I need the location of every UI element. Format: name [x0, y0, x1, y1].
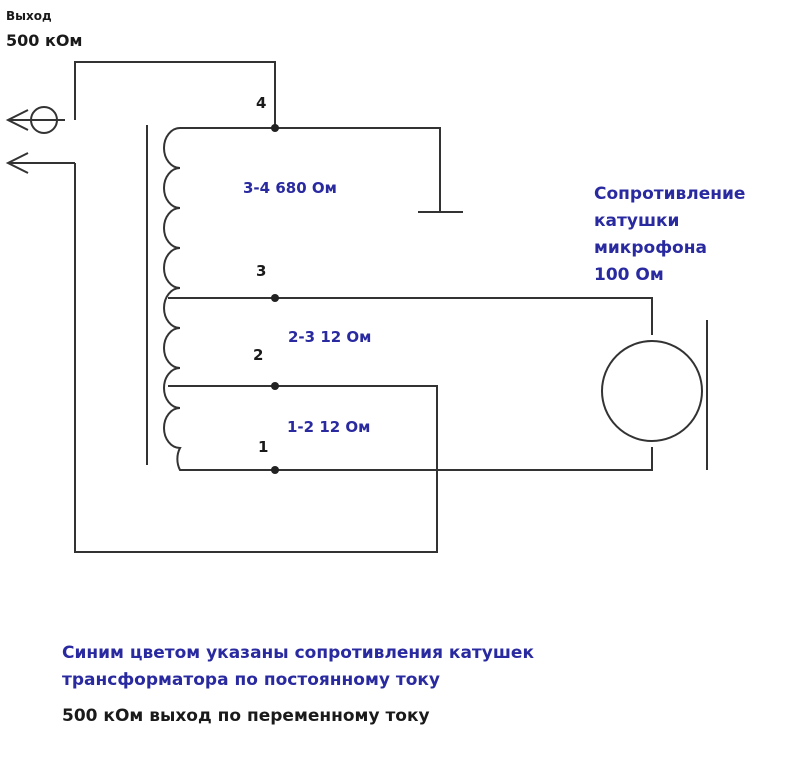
mic-label-line2: катушки [594, 211, 679, 231]
tap-label-3: 3 [256, 262, 266, 280]
transformer-coil [163, 127, 275, 471]
output-label-line1: Выход [6, 9, 52, 23]
winding-resistance-2-3: 2-3 12 Ом [288, 328, 371, 346]
output-top-wire [74, 61, 276, 128]
winding-resistance-3-4: 3-4 680 Ом [243, 179, 337, 197]
tap-label-1: 1 [258, 438, 268, 456]
tap-dot-3 [271, 294, 279, 302]
tap-dot-4 [271, 124, 279, 132]
note-line1: Синим цветом указаны сопротивления катуш… [62, 643, 534, 663]
tap-dot-1 [271, 466, 279, 474]
winding-resistance-1-2: 1-2 12 Ом [287, 418, 370, 436]
mic-label-line1: Сопротивление [594, 184, 745, 204]
mic-wire-top [275, 297, 653, 335]
mic-label-line4: 100 Ом [594, 265, 664, 285]
note-line2: трансформатора по постоянному току [62, 670, 440, 690]
mic-wire-bottom [275, 447, 653, 471]
note-line3: 500 кОм выход по переменному току [62, 706, 430, 726]
tap-label-2: 2 [253, 346, 263, 364]
tap-dot-2 [271, 382, 279, 390]
output-arrow-icon [5, 152, 75, 174]
output-bottom-wire [74, 163, 438, 553]
tap-label-4: 4 [256, 94, 266, 112]
ground-wire [275, 127, 463, 213]
output-label-line2: 500 кОм [6, 31, 83, 50]
mic-label-line3: микрофона [594, 238, 707, 258]
microphone-icon [601, 320, 708, 470]
output-connector-icon [5, 106, 65, 134]
